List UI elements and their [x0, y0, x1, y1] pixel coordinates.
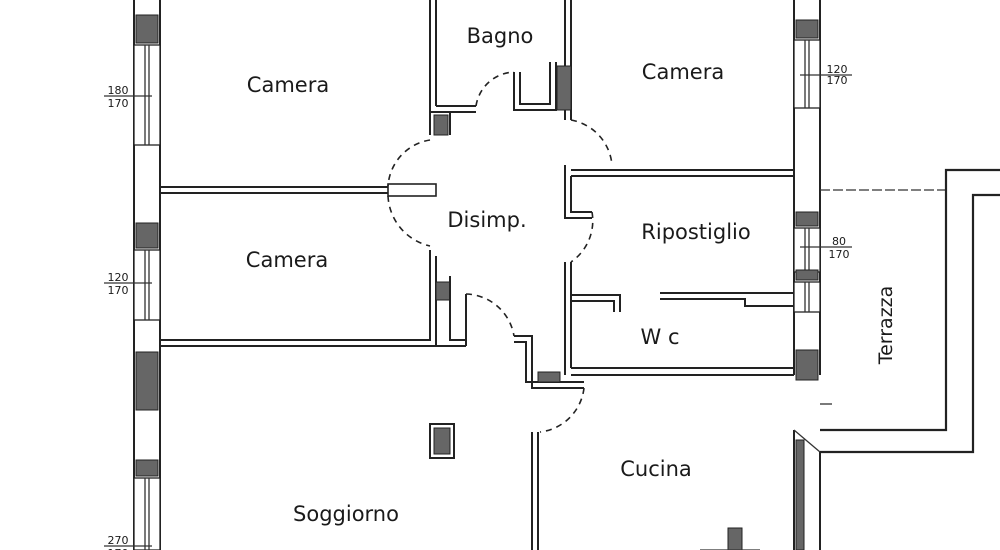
label-camera-top-right: Camera [642, 60, 724, 84]
dim-win-left-mid: 120 170 [104, 271, 152, 297]
svg-text:120: 120 [827, 63, 848, 76]
svg-text:170: 170 [827, 74, 848, 87]
exterior-wall-right [793, 0, 821, 550]
dim-win-right-top: 120 170 [800, 63, 852, 87]
room-labels: Camera Bagno Camera Camera Disimp. Ripos… [246, 24, 897, 526]
svg-text:170: 170 [108, 284, 129, 297]
label-wc: W c [641, 325, 680, 349]
exterior-wall-left [133, 0, 161, 550]
svg-text:170: 170 [108, 547, 129, 550]
dim-win-left-bottom: 270 170 [104, 534, 152, 550]
interior-walls [160, 0, 794, 550]
label-cucina: Cucina [620, 457, 692, 481]
door-swings [387, 71, 613, 433]
label-camera-top-left: Camera [247, 73, 329, 97]
label-soggiorno: Soggiorno [293, 502, 399, 526]
svg-text:170: 170 [108, 97, 129, 110]
svg-text:180: 180 [108, 84, 129, 97]
svg-text:170: 170 [829, 248, 850, 261]
label-ripostiglio: Ripostiglio [641, 220, 750, 244]
svg-text:270: 270 [108, 534, 129, 547]
label-terrazza: Terrazza [875, 286, 897, 366]
label-disimpegno: Disimp. [447, 208, 526, 232]
dim-win-right-mid: 80 170 [800, 235, 852, 261]
window-dimensions: 180 170 120 170 270 170 120 170 80 170 [104, 63, 852, 550]
svg-text:120: 120 [108, 271, 129, 284]
label-camera-mid-left: Camera [246, 248, 328, 272]
dim-win-left-top: 180 170 [104, 84, 152, 110]
terrace-outline [820, 168, 1000, 454]
label-bagno: Bagno [467, 24, 534, 48]
svg-text:80: 80 [832, 235, 846, 248]
